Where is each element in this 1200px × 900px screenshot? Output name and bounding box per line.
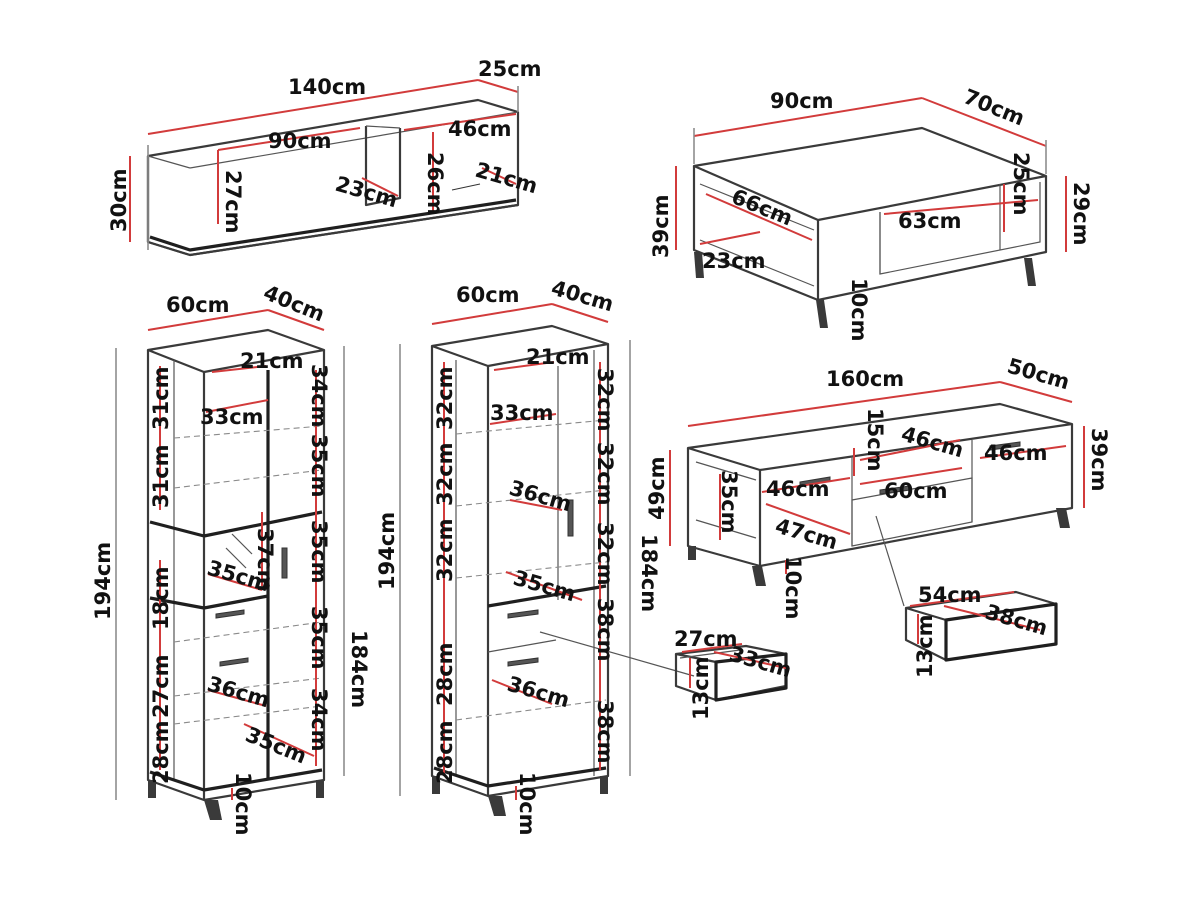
label-t2-width: 60cm — [456, 283, 520, 307]
label-ct-width: 90cm — [770, 89, 834, 113]
label-t2-height2: 184cm — [637, 534, 661, 612]
label-wall-width: 140cm — [288, 75, 366, 99]
label-wall-21: 21cm — [473, 158, 541, 199]
label-tv-15: 15cm — [863, 408, 887, 472]
label-t1-leg: 10cm — [231, 772, 255, 836]
label-t1-31a: 31cm — [149, 366, 173, 430]
label-t2-32f: 32cm — [593, 522, 617, 586]
label-ct-25: 25cm — [1009, 152, 1033, 216]
label-tv-46a: 46cm — [899, 422, 967, 463]
label-t2-32a: 32cm — [433, 366, 457, 430]
tall-cabinet-center — [399, 303, 695, 816]
label-dr1-width: 27cm — [674, 627, 738, 651]
label-t1-33: 33cm — [200, 405, 264, 429]
label-t2-32b: 32cm — [433, 442, 457, 506]
label-t2-33: 33cm — [490, 401, 554, 425]
label-t2-32c: 32cm — [433, 518, 457, 582]
label-t1-31b: 31cm — [149, 444, 173, 508]
label-t1-34b: 34cm — [307, 688, 331, 752]
label-tv-35: 35cm — [717, 470, 741, 534]
tall-cabinet-left — [115, 309, 345, 820]
label-t2-leg: 10cm — [515, 772, 539, 836]
label-ct-23: 23cm — [702, 249, 766, 273]
label-wall-46: 46cm — [448, 117, 512, 141]
label-ct-height2: 29cm — [1069, 182, 1093, 246]
label-t1-34a: 34cm — [307, 364, 331, 428]
label-t2-28a: 28cm — [433, 642, 457, 706]
label-tv-width: 160cm — [826, 367, 904, 391]
label-t2-21: 21cm — [526, 345, 590, 369]
label-t2-36a: 36cm — [507, 476, 575, 517]
label-t2-32d: 32cm — [593, 368, 617, 432]
label-t1-36: 36cm — [205, 672, 273, 713]
dimension-labels: 140cm 25cm 30cm 90cm 46cm 27cm 23cm 26cm… — [91, 57, 1111, 836]
label-dr2-width: 54cm — [918, 583, 982, 607]
label-t1-21: 21cm — [240, 349, 304, 373]
label-ct-leg: 10cm — [847, 278, 871, 342]
label-t2-38b: 38cm — [593, 700, 617, 764]
label-wall-26: 26cm — [423, 152, 447, 216]
label-tv-60: 60cm — [884, 479, 948, 503]
label-t1-height2: 184cm — [347, 630, 371, 708]
label-t2-36b: 36cm — [505, 672, 573, 713]
drawer-large-2 — [904, 590, 1058, 662]
label-t1-35a: 35cm — [307, 434, 331, 498]
label-tv-height: 49cm — [645, 456, 669, 520]
label-t1-18: 18cm — [149, 566, 173, 630]
label-t1-35e: 35cm — [242, 722, 310, 768]
label-t1-37: 37cm — [253, 528, 277, 592]
label-wall-height: 30cm — [107, 168, 131, 232]
label-wall-27: 27cm — [221, 170, 245, 234]
drawer-small-1 — [674, 643, 788, 702]
label-dr2-height: 13cm — [913, 614, 937, 678]
label-wall-90: 90cm — [268, 129, 332, 153]
label-ct-height: 39cm — [649, 194, 673, 258]
label-t1-35c: 35cm — [307, 606, 331, 670]
label-t2-38a: 38cm — [593, 598, 617, 662]
label-t1-35b: 35cm — [307, 520, 331, 584]
label-wall-depth: 25cm — [478, 57, 542, 81]
label-t2-32e: 32cm — [593, 442, 617, 506]
label-t2-depth: 40cm — [549, 276, 617, 317]
label-ct-63: 63cm — [898, 209, 962, 233]
coffee-table — [675, 97, 1067, 328]
wall-shelf — [129, 79, 520, 257]
label-tv-46b: 46cm — [984, 441, 1048, 465]
label-ct-66: 66cm — [728, 184, 796, 230]
label-t2-height: 194cm — [375, 512, 399, 590]
label-t2-28b: 28cm — [433, 720, 457, 784]
label-t1-height: 194cm — [91, 542, 115, 620]
label-t1-width: 60cm — [166, 293, 230, 317]
tv-stand — [669, 381, 1085, 607]
label-t1-28: 28cm — [149, 720, 173, 784]
label-ct-depth: 70cm — [960, 84, 1028, 130]
label-t1-27: 27cm — [149, 654, 173, 718]
label-tv-46c: 46cm — [766, 477, 830, 501]
label-tv-height2: 39cm — [1087, 428, 1111, 492]
label-tv-47: 47cm — [773, 514, 841, 555]
label-tv-leg: 10cm — [781, 556, 805, 620]
label-dr1-height: 13cm — [689, 656, 713, 720]
label-tv-depth: 50cm — [1005, 354, 1073, 395]
